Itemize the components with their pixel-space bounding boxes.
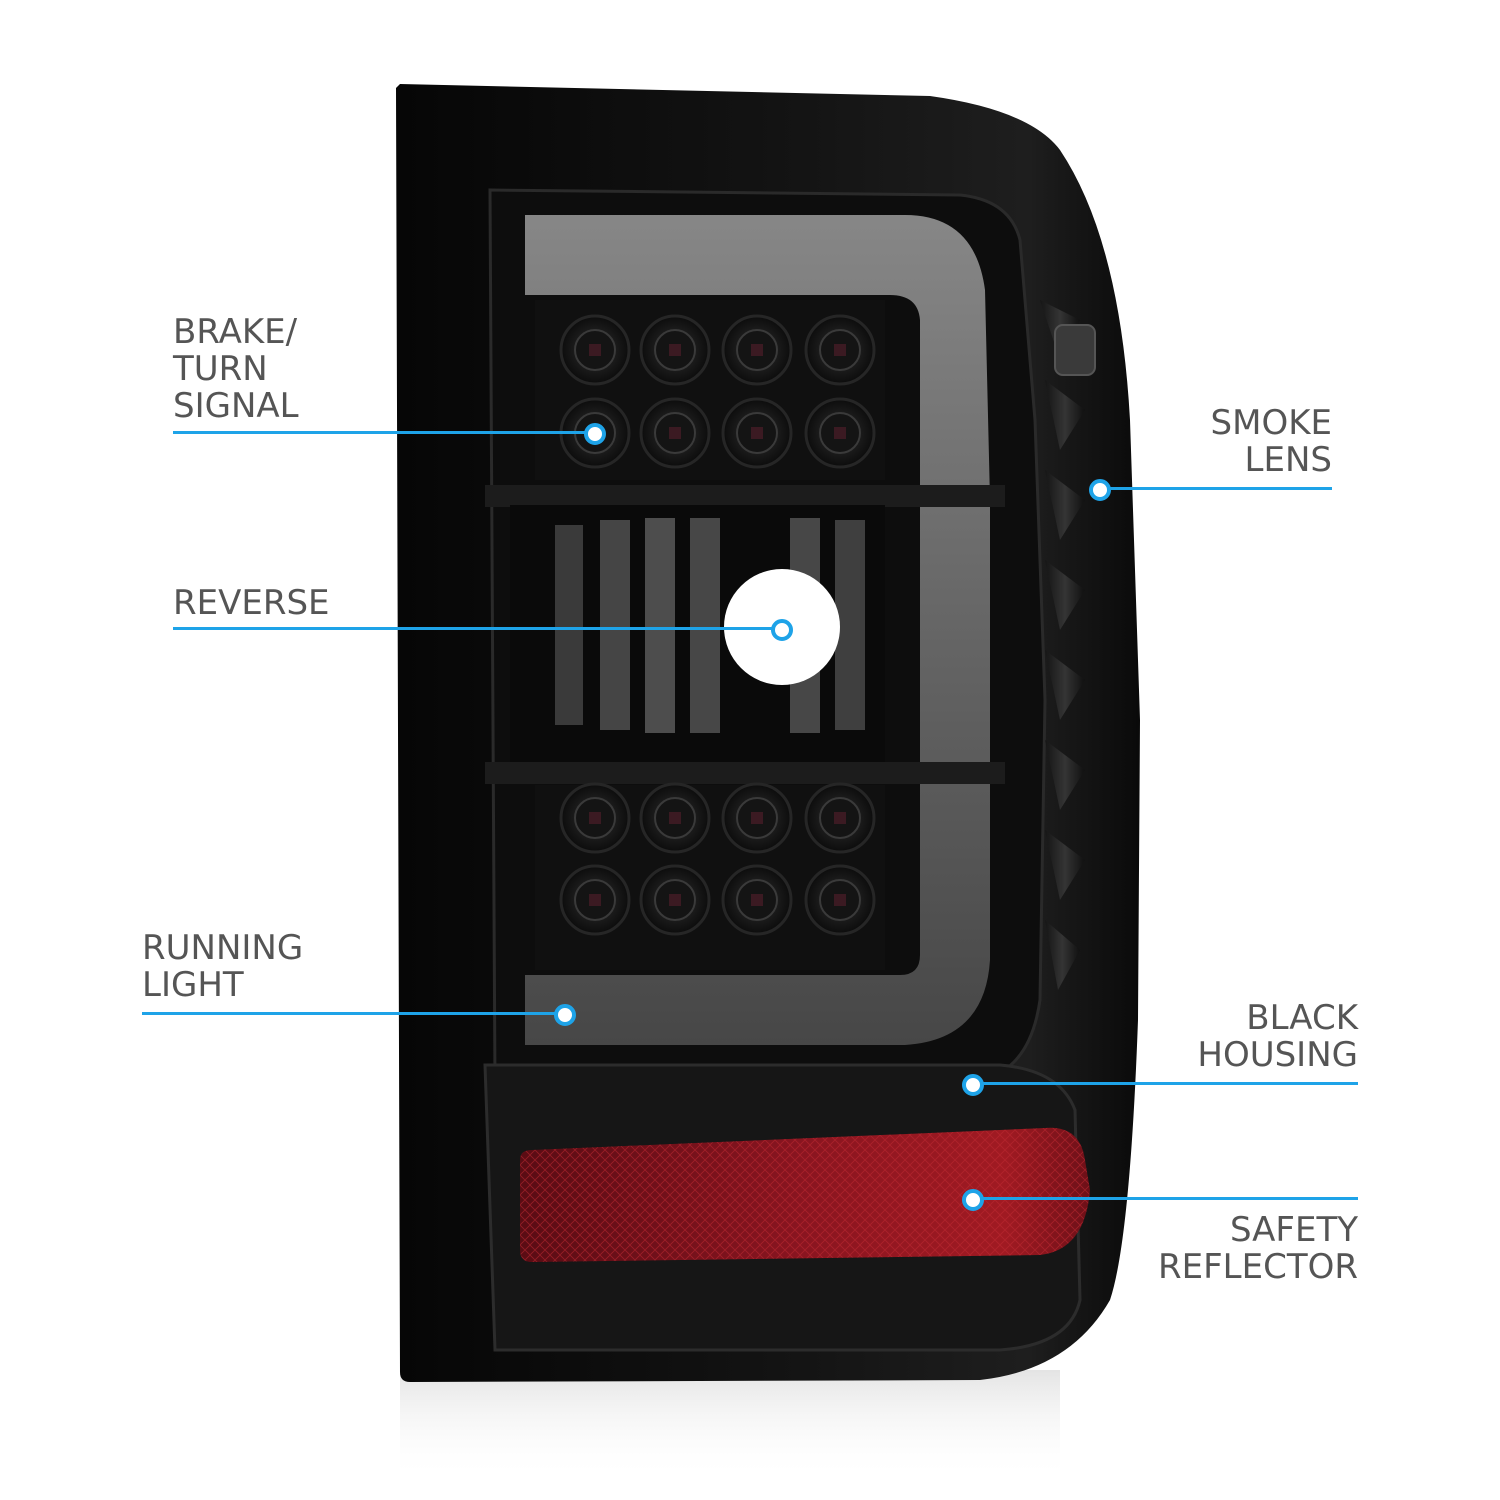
safety-reflector-marker <box>962 1189 984 1211</box>
smoke-lens-label-line2: LENS <box>1244 440 1332 480</box>
smoke-lens-leader-line <box>1100 487 1332 490</box>
brake-turn-signal-label: BRAKE/ TURN SIGNAL <box>173 314 299 425</box>
smoke-lens-label: SMOKE LENS <box>1211 405 1332 479</box>
led-chip <box>834 427 846 439</box>
black-housing-leader-line <box>972 1082 1358 1085</box>
smoke-lens-marker <box>1089 479 1111 501</box>
running-light-label: RUNNING LIGHT <box>142 930 303 1004</box>
led-chip <box>669 427 681 439</box>
safety-reflector-label-line1: SAFETY <box>1229 1210 1358 1250</box>
led-chip <box>751 894 763 906</box>
led-chip <box>751 427 763 439</box>
led-chip <box>834 894 846 906</box>
led-chip <box>589 894 601 906</box>
black-housing-label: BLACK HOUSING <box>1197 1000 1358 1074</box>
led-chip <box>669 812 681 824</box>
safety-reflector-label-line2: REFLECTOR <box>1158 1247 1358 1287</box>
led-chip <box>751 812 763 824</box>
brake-turn-signal-label-line1: BRAKE/ <box>173 312 298 352</box>
running-light-leader-line <box>142 1012 564 1015</box>
reverse-leader-line <box>173 627 781 630</box>
running-light-marker <box>554 1004 576 1026</box>
led-chip <box>834 812 846 824</box>
reverse-label: REVERSE <box>173 585 330 622</box>
led-chip <box>834 344 846 356</box>
led-chip <box>589 344 601 356</box>
safety-reflector-leader-line <box>972 1197 1358 1200</box>
brake-turn-signal-label-line3: SIGNAL <box>173 386 299 426</box>
smoke-lens-label-line1: SMOKE <box>1210 403 1332 443</box>
led-chip <box>669 344 681 356</box>
led-chip <box>669 894 681 906</box>
reverse-label-line1: REVERSE <box>173 583 330 623</box>
black-housing-label-line2: HOUSING <box>1197 1035 1358 1075</box>
running-light-label-line2: LIGHT <box>142 965 244 1005</box>
running-light-label-line1: RUNNING <box>142 928 304 968</box>
reverse-marker <box>771 619 793 641</box>
led-chip <box>751 344 763 356</box>
brake-turn-signal-marker <box>584 423 606 445</box>
safety-reflector-label: SAFETY REFLECTOR <box>1158 1212 1358 1286</box>
led-chip <box>589 812 601 824</box>
black-housing-label-line1: BLACK <box>1246 998 1358 1038</box>
brake-turn-signal-leader-line <box>173 431 593 434</box>
brake-turn-signal-label-line2: TURN <box>173 349 268 389</box>
black-housing-marker <box>962 1074 984 1096</box>
